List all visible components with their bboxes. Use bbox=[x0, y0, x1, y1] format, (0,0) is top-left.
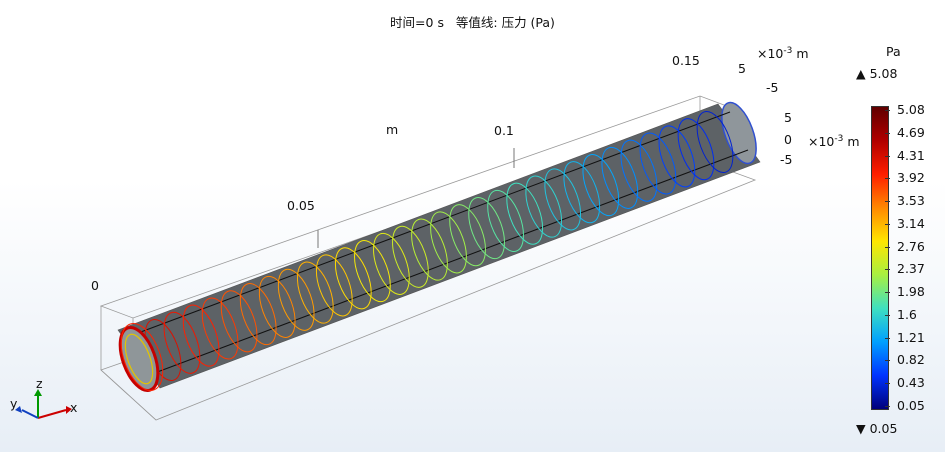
contour-ring bbox=[658, 125, 696, 188]
x-axis-unit: m bbox=[386, 122, 399, 137]
plot-title: 时间=0 s 等值线: 压力 (Pa) bbox=[390, 15, 555, 30]
colorbar-max: ▲ 5.08 bbox=[856, 66, 898, 81]
contour-ring bbox=[258, 275, 296, 338]
colorbar-tick-mark bbox=[885, 178, 890, 180]
pressure-contours bbox=[144, 110, 734, 382]
colorbar-tick-mark bbox=[885, 314, 890, 316]
contour-ring bbox=[582, 154, 620, 217]
contour-ring bbox=[163, 311, 201, 374]
contour-ring bbox=[392, 225, 429, 288]
y-tick-5: 5 bbox=[784, 110, 792, 125]
colorbar-tick-label: 2.37 bbox=[897, 261, 925, 277]
colorbar-tick-mark bbox=[885, 337, 890, 339]
contour-ring bbox=[620, 139, 658, 202]
colorbar-tick-label: 0.82 bbox=[897, 352, 925, 368]
contour-ring bbox=[677, 118, 715, 181]
colorbar-tick-label: 3.53 bbox=[897, 193, 925, 209]
colorbar-tick-label: 1.21 bbox=[897, 329, 925, 345]
contour-ring bbox=[296, 261, 334, 324]
x-axis-ticks bbox=[317, 148, 515, 248]
x-tick-0: 0 bbox=[91, 278, 99, 293]
colorbar-tick-mark bbox=[885, 360, 890, 362]
colorbar-unit: Pa bbox=[886, 44, 901, 59]
contour-ring bbox=[182, 304, 220, 367]
colorbar-tick-label: 1.6 bbox=[897, 306, 917, 322]
y-tick-0: 0 bbox=[784, 132, 792, 147]
colorbar-tick-label: 4.31 bbox=[897, 147, 925, 163]
colorbar-tick-label: 2.76 bbox=[897, 238, 925, 254]
triad-x-label: x bbox=[70, 400, 78, 415]
colorbar-tick-mark bbox=[885, 201, 890, 203]
cylinder-end-cap bbox=[721, 101, 757, 165]
y-tick-neg5: -5 bbox=[780, 152, 793, 167]
colorbar-tick-mark bbox=[885, 406, 890, 407]
colorbar-tick-mark bbox=[885, 155, 890, 157]
colorbar-tick-label: 3.92 bbox=[897, 170, 925, 186]
contour-ring bbox=[449, 204, 486, 267]
x-tick-0.05: 0.05 bbox=[287, 198, 315, 213]
colorbar-tick-label: 0.43 bbox=[897, 375, 925, 391]
colorbar-tick-mark bbox=[885, 132, 890, 134]
contour-ring bbox=[277, 268, 315, 331]
contour-ring bbox=[563, 161, 601, 224]
colorbar-min: ▼ 0.05 bbox=[856, 421, 898, 436]
contour-ring bbox=[525, 175, 563, 238]
colorbar bbox=[871, 106, 889, 410]
x-tick-0.15: 0.15 bbox=[672, 53, 700, 68]
contour-ring bbox=[354, 240, 391, 303]
colorbar-tick-label: 5.08 bbox=[897, 102, 925, 117]
contour-ring bbox=[430, 211, 467, 274]
contour-ring bbox=[506, 182, 544, 245]
cylinder-edge-lines bbox=[129, 111, 749, 375]
colorbar-tick-mark bbox=[885, 292, 890, 294]
contour-ring bbox=[373, 232, 410, 295]
z-axis-unit: ×10-3 m bbox=[757, 46, 809, 62]
colorbar-tick-mark bbox=[885, 383, 890, 385]
colorbar-tick-label: 0.05 bbox=[897, 398, 925, 413]
colorbar-tick-label: 4.69 bbox=[897, 124, 925, 140]
contour-ring bbox=[639, 132, 677, 195]
contour-ring bbox=[220, 290, 258, 353]
x-tick-0.1: 0.1 bbox=[494, 123, 514, 138]
contour-ring bbox=[315, 254, 353, 317]
cylinder-body bbox=[117, 103, 761, 389]
y-axis-unit: ×10-3 m bbox=[808, 134, 860, 150]
triad-y-label: y bbox=[10, 396, 18, 411]
colorbar-tick-label: 1.98 bbox=[897, 284, 925, 300]
colorbar-tick-mark bbox=[885, 269, 890, 271]
triad-z-label: z bbox=[36, 376, 43, 391]
z-tick-5: 5 bbox=[738, 61, 746, 76]
z-tick-neg5: -5 bbox=[766, 80, 779, 95]
contour-ring bbox=[411, 218, 448, 281]
contour-ring bbox=[334, 247, 372, 310]
colorbar-tick-label: 3.14 bbox=[897, 215, 925, 231]
contour-ring bbox=[468, 197, 505, 260]
colorbar-tick-mark bbox=[885, 223, 890, 225]
inlet-end-cap bbox=[118, 323, 164, 392]
contour-ring bbox=[239, 283, 277, 346]
contour-ring bbox=[601, 146, 639, 209]
contour-ring bbox=[544, 168, 582, 231]
contour-ring bbox=[696, 110, 734, 174]
colorbar-tick-mark bbox=[885, 110, 890, 111]
contour-ring bbox=[487, 189, 524, 252]
axis-triad bbox=[15, 389, 72, 419]
contour-ring bbox=[201, 297, 239, 360]
colorbar-tick-mark bbox=[885, 246, 890, 248]
